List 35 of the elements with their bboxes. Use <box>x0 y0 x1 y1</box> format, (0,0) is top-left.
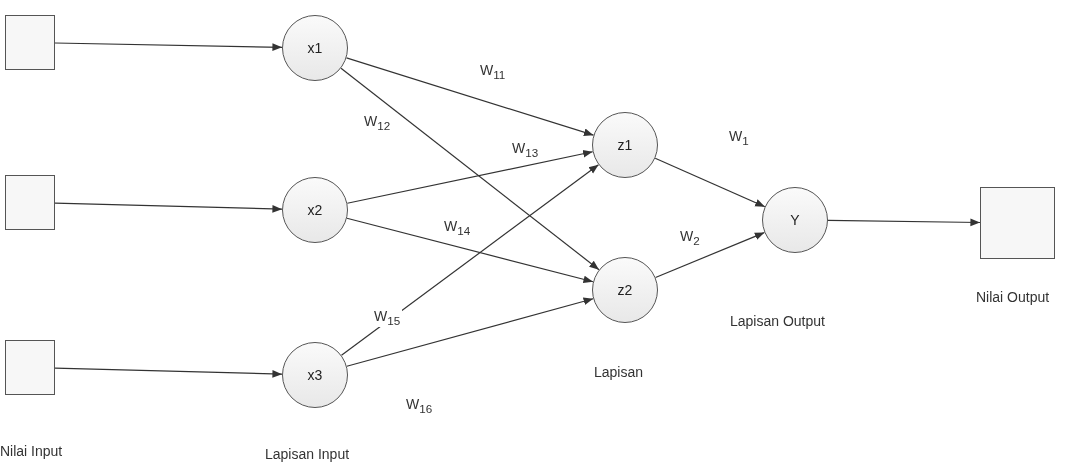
arrow <box>340 67 600 271</box>
value-box <box>5 175 55 230</box>
arrow <box>54 367 283 378</box>
node-label: z1 <box>617 137 633 153</box>
arrow <box>340 164 600 356</box>
weight-label: W$_{15}$ <box>372 308 403 327</box>
node-label: Y <box>790 212 800 228</box>
value-box <box>5 15 55 70</box>
weight-label: W$_{14}$ <box>442 218 473 237</box>
layer-label: Lapisan Input <box>265 446 350 462</box>
arrow <box>346 217 594 284</box>
value-box <box>980 187 1055 259</box>
arrow <box>54 42 283 51</box>
arrow <box>54 202 283 213</box>
weight-label: W$_{13}$ <box>510 140 541 159</box>
value-box <box>5 340 55 395</box>
layer-label: Nilai Input <box>0 443 63 459</box>
arrow <box>654 157 766 208</box>
arrow <box>345 57 595 136</box>
node-label: x3 <box>307 367 323 383</box>
node-label: x2 <box>307 202 323 218</box>
node-label: z2 <box>617 282 633 298</box>
node-label: x1 <box>307 40 323 56</box>
weight-label: W$_{12}$ <box>362 113 393 132</box>
weight-label: W$_{11}$ <box>478 62 508 81</box>
arrow <box>827 218 981 227</box>
layer-label: Lapisan <box>594 364 644 380</box>
weight-label: W$_{16}$ <box>404 396 435 415</box>
weight-label: W$_{1}$ <box>727 128 751 147</box>
layer-label: Lapisan Output <box>730 313 825 329</box>
weight-label: W$_{2}$ <box>678 228 702 247</box>
layer-label: Nilai Output <box>976 289 1050 305</box>
arrow <box>346 297 594 367</box>
arrow <box>654 231 766 279</box>
arrow <box>346 150 594 204</box>
